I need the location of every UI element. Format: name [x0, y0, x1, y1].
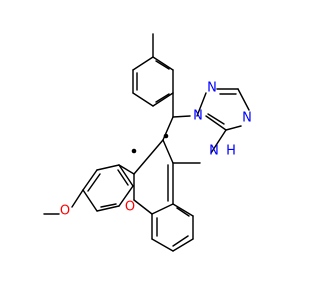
triazole-bond-1 — [196, 92, 207, 117]
triazole-n-top-label: N — [207, 81, 217, 96]
amine-h-label: H — [226, 144, 236, 159]
c7-stereo-dot — [163, 133, 169, 139]
tolyl-double-2 — [155, 93, 170, 103]
fused-benzene-double-1 — [176, 207, 190, 217]
triazole-n-bridge-label: N — [193, 109, 203, 124]
tolyl-double-3 — [155, 60, 170, 70]
methoxyphenyl-ring — [43, 164, 135, 215]
triazole-bond-4 — [225, 125, 242, 131]
methoxyphenyl-bond-2 — [82, 169, 98, 191]
methoxyphenyl-bond-3 — [82, 189, 98, 212]
tolyl-bond-3 — [132, 92, 154, 107]
structure-canvas: N N N N H O O — [43, 33, 252, 252]
triazole-bond-5 — [205, 115, 227, 131]
methoxyphenyl-bond-4 — [96, 205, 120, 212]
fused-benzene-bond-4 — [151, 238, 174, 252]
pyran-bond-3 — [133, 199, 153, 215]
p-tolyl-ring — [132, 33, 174, 118]
methoxyphenyl-double-1 — [87, 173, 101, 192]
pyran-o-label: O — [125, 200, 135, 215]
fused-benzene-bond-3 — [172, 238, 194, 252]
methoxyphenyl-bond-6 — [118, 164, 134, 187]
fused-benzene-double-2 — [172, 235, 189, 247]
triazole-double-b — [207, 113, 225, 125]
chemical-structure-diagram: N N N N H O O — [43, 33, 252, 252]
amine-n-label: N — [209, 144, 219, 159]
pyran-bond-1 — [133, 139, 164, 175]
c6-stereo-dot — [131, 148, 137, 154]
tolyl-bond-1 — [132, 56, 154, 71]
tolyl-bond-6 — [152, 56, 174, 71]
triazole-n-right-label: N — [242, 111, 252, 126]
triazole-bond-3 — [237, 88, 250, 111]
methoxyphenyl-to-c6-bond — [118, 164, 135, 175]
pyran-bond-4 — [151, 203, 174, 215]
methoxyphenyl-double-3 — [117, 169, 129, 186]
methoxy-o-bond — [71, 189, 84, 208]
pyrimidine-bond-3 — [162, 139, 174, 164]
methoxy-o-label: O — [60, 204, 70, 219]
methoxyphenyl-double-2 — [100, 203, 117, 208]
methoxyphenyl-bond-1 — [96, 164, 120, 171]
pyran-ring — [133, 139, 174, 215]
fused-benzene-ring — [151, 203, 194, 252]
triazole-ring — [196, 88, 250, 131]
pyrimidine-bond-5 — [210, 129, 227, 154]
methoxyphenyl-bond-5 — [118, 185, 134, 207]
fused-benzene-bond-1 — [172, 203, 194, 217]
tolyl-bond-4 — [152, 92, 174, 107]
pyrimidine-bond-1 — [172, 115, 191, 118]
